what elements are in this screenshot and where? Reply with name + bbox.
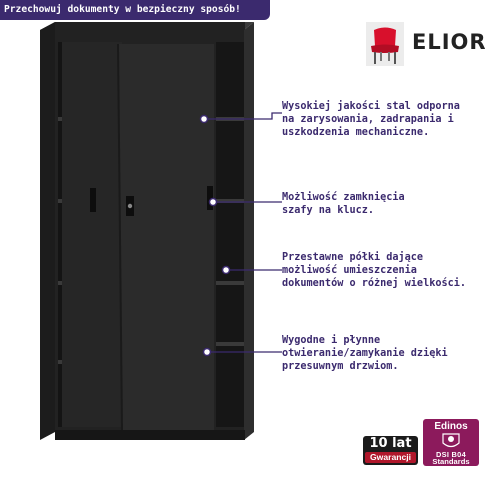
standard-badge: Edinos DSI B04 Standards bbox=[423, 419, 479, 466]
warranty-label: Gwarancji bbox=[365, 452, 416, 463]
standard-label: Standards bbox=[432, 457, 470, 466]
red-chair-icon bbox=[366, 22, 404, 66]
warranty-years: 10 lat bbox=[369, 436, 412, 451]
feature-lock: Możliwość zamknięcia szafy na klucz. bbox=[282, 192, 405, 216]
callout-dot bbox=[221, 265, 231, 275]
feature-sliding-doors: Wygodne i płynne otwieranie/zamykanie dz… bbox=[282, 335, 448, 372]
standard-codes: DSI B04 bbox=[435, 450, 467, 459]
brand-logo: ELIOR bbox=[360, 20, 485, 70]
top-banner: Przechowuj dokumenty w bezpieczny sposób… bbox=[0, 0, 270, 20]
feature-steel: Wysokiej jakości stal odporna na zarysow… bbox=[282, 101, 460, 138]
callout-dot bbox=[202, 347, 212, 357]
banner-text: Przechowuj dokumenty w bezpieczny sposób… bbox=[4, 4, 241, 15]
callout-dot bbox=[208, 197, 218, 207]
warranty-badge: 10 lat Gwarancji bbox=[363, 436, 418, 465]
standard-title: Edinos bbox=[434, 421, 468, 432]
callout-dot bbox=[199, 114, 209, 124]
feature-shelves: Przestawne półki dające możliwość umiesz… bbox=[282, 252, 467, 289]
shield-icon bbox=[442, 433, 460, 448]
brand-name: ELIOR bbox=[412, 30, 485, 54]
